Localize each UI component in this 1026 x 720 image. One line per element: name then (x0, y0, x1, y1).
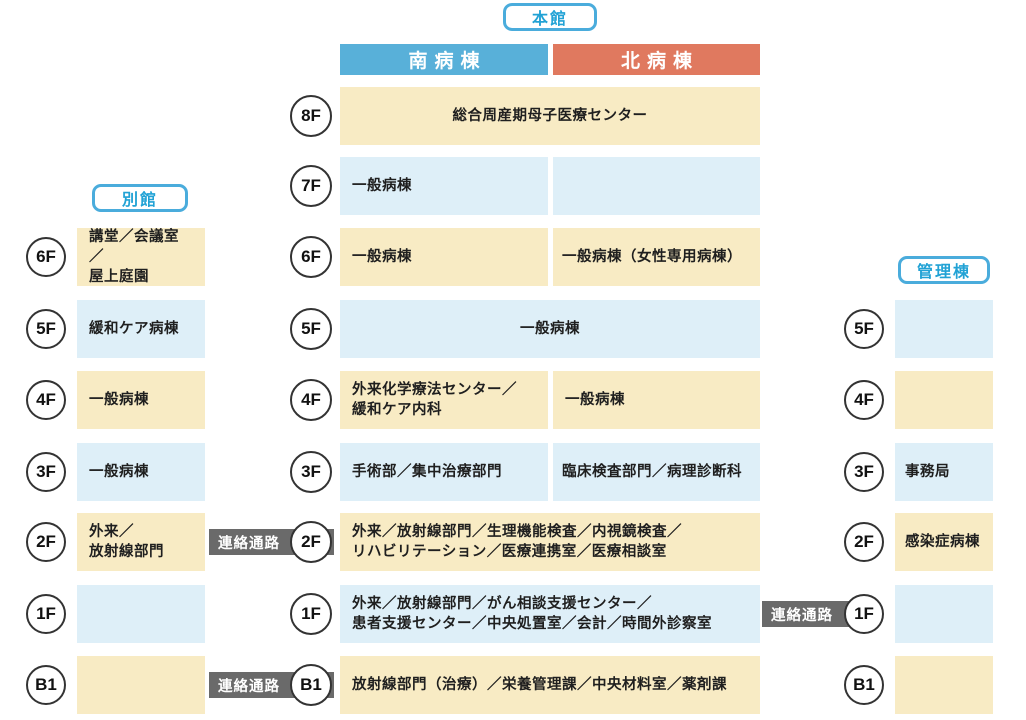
floor-box-main-8f: 総合周産期母子医療センター (340, 87, 760, 145)
floor-box-main-4f-south: 外来化学療法センター／ 緩和ケア内科 (340, 371, 548, 429)
floor-box-annex-4f: 一般病棟 (77, 371, 205, 429)
floor-circle-admin-2f: 2F (844, 522, 884, 562)
floor-circle-admin-b1: B1 (844, 665, 884, 705)
floor-box-annex-2f: 外来／ 放射線部門 (77, 513, 205, 571)
floor-box-admin-2f: 感染症病棟 (895, 513, 993, 571)
floor-circle-main-2f: 2F (290, 521, 332, 563)
floor-circle-main-4f: 4F (290, 379, 332, 421)
badge-annex-building: 別館 (92, 184, 188, 212)
floor-circle-main-8f: 8F (290, 95, 332, 137)
floor-circle-main-5f: 5F (290, 308, 332, 350)
floor-circle-main-6f: 6F (290, 236, 332, 278)
floor-circle-annex-b1: B1 (26, 665, 66, 705)
floor-box-main-2f: 外来／放射線部門／生理機能検査／内視鏡検査／ リハビリテーション／医療連携室／医… (340, 513, 760, 571)
floor-circle-main-1f: 1F (290, 593, 332, 635)
floor-circle-annex-6f: 6F (26, 237, 66, 277)
floor-box-main-1f: 外来／放射線部門／がん相談支援センター／ 患者支援センター／中央処置室／会計／時… (340, 585, 760, 643)
floor-box-annex-3f: 一般病棟 (77, 443, 205, 501)
floor-box-main-3f-south: 手術部／集中治療部門 (340, 443, 548, 501)
floor-circle-admin-5f: 5F (844, 309, 884, 349)
floor-circle-main-3f: 3F (290, 451, 332, 493)
floor-box-admin-5f (895, 300, 993, 358)
floor-box-main-4f-north: 一般病棟 (553, 371, 760, 429)
floor-circle-admin-3f: 3F (844, 452, 884, 492)
floor-box-admin-1f (895, 585, 993, 643)
floor-box-main-6f-north: 一般病棟（女性専用病棟） (553, 228, 760, 286)
floor-box-annex-1f (77, 585, 205, 643)
floor-circle-annex-5f: 5F (26, 309, 66, 349)
floor-circle-annex-4f: 4F (26, 380, 66, 420)
floor-box-admin-b1 (895, 656, 993, 714)
floor-box-main-b1: 放射線部門（治療）／栄養管理課／中央材料室／薬剤課 (340, 656, 760, 714)
floor-box-main-7f-south: 一般病棟 (340, 157, 548, 215)
floor-circle-admin-1f: 1F (844, 594, 884, 634)
badge-main-building: 本館 (503, 3, 597, 31)
badge-admin-building: 管理棟 (898, 256, 990, 284)
floor-box-annex-b1 (77, 656, 205, 714)
floor-box-admin-3f: 事務局 (895, 443, 993, 501)
floor-circle-annex-1f: 1F (26, 594, 66, 634)
floor-circle-admin-4f: 4F (844, 380, 884, 420)
floor-circle-annex-2f: 2F (26, 522, 66, 562)
floor-box-main-5f: 一般病棟 (340, 300, 760, 358)
floor-box-main-6f-south: 一般病棟 (340, 228, 548, 286)
floor-circle-annex-3f: 3F (26, 452, 66, 492)
floor-circle-main-b1: B1 (290, 664, 332, 706)
floor-box-annex-6f: 講堂／会議室／ 屋上庭園 (77, 228, 205, 286)
floor-box-main-7f-north (553, 157, 760, 215)
floor-circle-main-7f: 7F (290, 165, 332, 207)
floor-box-main-3f-north: 臨床検査部門／病理診断科 (553, 443, 760, 501)
floor-box-admin-4f (895, 371, 993, 429)
floor-box-annex-5f: 緩和ケア病棟 (77, 300, 205, 358)
header-south-ward: 南病棟 (340, 44, 548, 75)
header-north-ward: 北病棟 (553, 44, 760, 75)
